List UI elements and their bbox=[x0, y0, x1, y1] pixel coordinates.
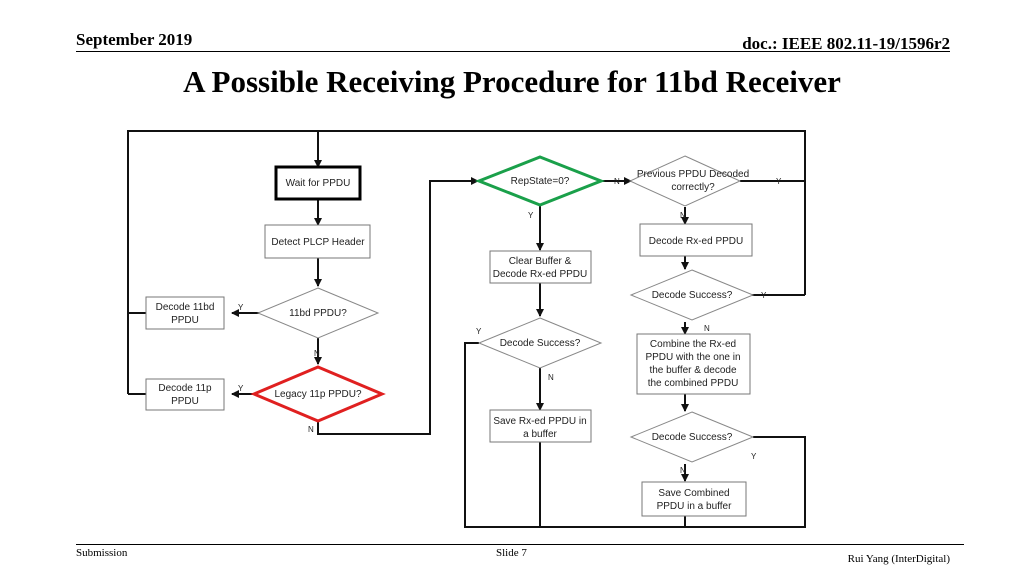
decode-11bd-label-line2: PPDU bbox=[171, 315, 199, 326]
edge-label-y-repstate: Y bbox=[528, 211, 534, 220]
edge-label-y-success1: Y bbox=[476, 327, 482, 336]
edge-label-n-success3: N bbox=[680, 466, 686, 475]
edge-label-y-11p: Y bbox=[238, 384, 244, 393]
decode-11bd-box bbox=[145, 296, 225, 330]
repstate-diamond bbox=[474, 155, 606, 207]
header-rule bbox=[76, 51, 950, 52]
edge-label-n-11bd: N bbox=[314, 349, 320, 358]
repstate-label: RepState=0? bbox=[511, 176, 570, 187]
edge-label-n-success2: N bbox=[704, 324, 710, 333]
save-combined-label-line2: PPDU in a buffer bbox=[657, 501, 733, 512]
decode-success-1-diamond bbox=[477, 317, 603, 369]
edge-label-y-success2: Y bbox=[761, 291, 767, 300]
decode-success-3-label: Decode Success? bbox=[652, 432, 733, 443]
edge-label-y-success3: Y bbox=[751, 452, 757, 461]
decode-11p-box bbox=[145, 378, 225, 411]
header-date: September 2019 bbox=[76, 30, 193, 49]
combine-ppdu-box bbox=[636, 333, 751, 395]
decode-11p-label-line2: PPDU bbox=[171, 396, 199, 407]
prev-decoded-label-line1: Previous PPDU Decoded bbox=[637, 169, 749, 180]
edge-label-y-prev: Y bbox=[776, 177, 782, 186]
decode-11bd-label-line1: Decode 11bd bbox=[156, 302, 215, 313]
footer-submission: Submission bbox=[76, 547, 128, 559]
save-rx-ppdu-label-line2: a buffer bbox=[523, 429, 557, 440]
clear-buffer-label-line2: Decode Rx-ed PPDU bbox=[493, 269, 587, 280]
slide-title: A Possible Receiving Procedure for 11bd … bbox=[183, 64, 841, 99]
edge-label-n-prev: N bbox=[680, 211, 686, 220]
footer-slide-number: Slide 7 bbox=[496, 547, 527, 559]
combine-label-line4: the combined PPDU bbox=[648, 378, 739, 389]
legacy-11p-diamond bbox=[250, 365, 386, 423]
footer-rule bbox=[76, 544, 964, 545]
edge-label-n-repstate: N bbox=[614, 177, 620, 186]
save-rx-ppdu-box bbox=[489, 409, 592, 443]
decode-11p-label-line1: Decode 11p bbox=[158, 383, 212, 394]
decode-success-2-label: Decode Success? bbox=[652, 290, 733, 301]
wait-for-ppdu-box bbox=[274, 165, 362, 201]
clear-buffer-label-line1: Clear Buffer & bbox=[509, 256, 572, 267]
detect-plcp-header-label: Detect PLCP Header bbox=[271, 237, 365, 248]
combine-label-line3: the buffer & decode bbox=[649, 365, 737, 376]
decode-rx-ppdu-box bbox=[639, 223, 753, 257]
combine-label-line1: Combine the Rx-ed bbox=[650, 339, 736, 350]
legacy-11p-label: Legacy 11p PPDU? bbox=[274, 389, 362, 400]
wait-for-ppdu-label: Wait for PPDU bbox=[286, 178, 351, 189]
save-combined-box bbox=[641, 481, 747, 517]
save-combined-label-line1: Save Combined bbox=[658, 488, 729, 499]
is-11bd-diamond bbox=[256, 287, 380, 339]
header-doc-id: doc.: IEEE 802.11-19/1596r2 bbox=[742, 34, 950, 53]
is-11bd-label: 11bd PPDU? bbox=[289, 308, 347, 319]
decode-rx-ppdu-label: Decode Rx-ed PPDU bbox=[649, 236, 743, 247]
prev-decoded-label-line2: correctly? bbox=[671, 182, 715, 193]
clear-buffer-box bbox=[489, 250, 592, 284]
edge-label-n-legacy: N bbox=[308, 425, 314, 434]
detect-plcp-header-box bbox=[264, 224, 371, 259]
connectors bbox=[127, 130, 806, 528]
footer-author: Rui Yang (InterDigital) bbox=[847, 553, 950, 565]
edge-label-n-success1: N bbox=[548, 373, 554, 382]
decode-success-2-diamond bbox=[629, 269, 755, 321]
save-rx-ppdu-label-line1: Save Rx-ed PPDU in bbox=[493, 416, 586, 427]
decode-success-1-label: Decode Success? bbox=[500, 338, 581, 349]
combine-label-line2: PPDU with the one in bbox=[645, 352, 740, 363]
decode-success-3-diamond bbox=[629, 411, 755, 463]
edge-label-y-11bd: Y bbox=[238, 303, 244, 312]
prev-decoded-diamond bbox=[628, 155, 742, 207]
